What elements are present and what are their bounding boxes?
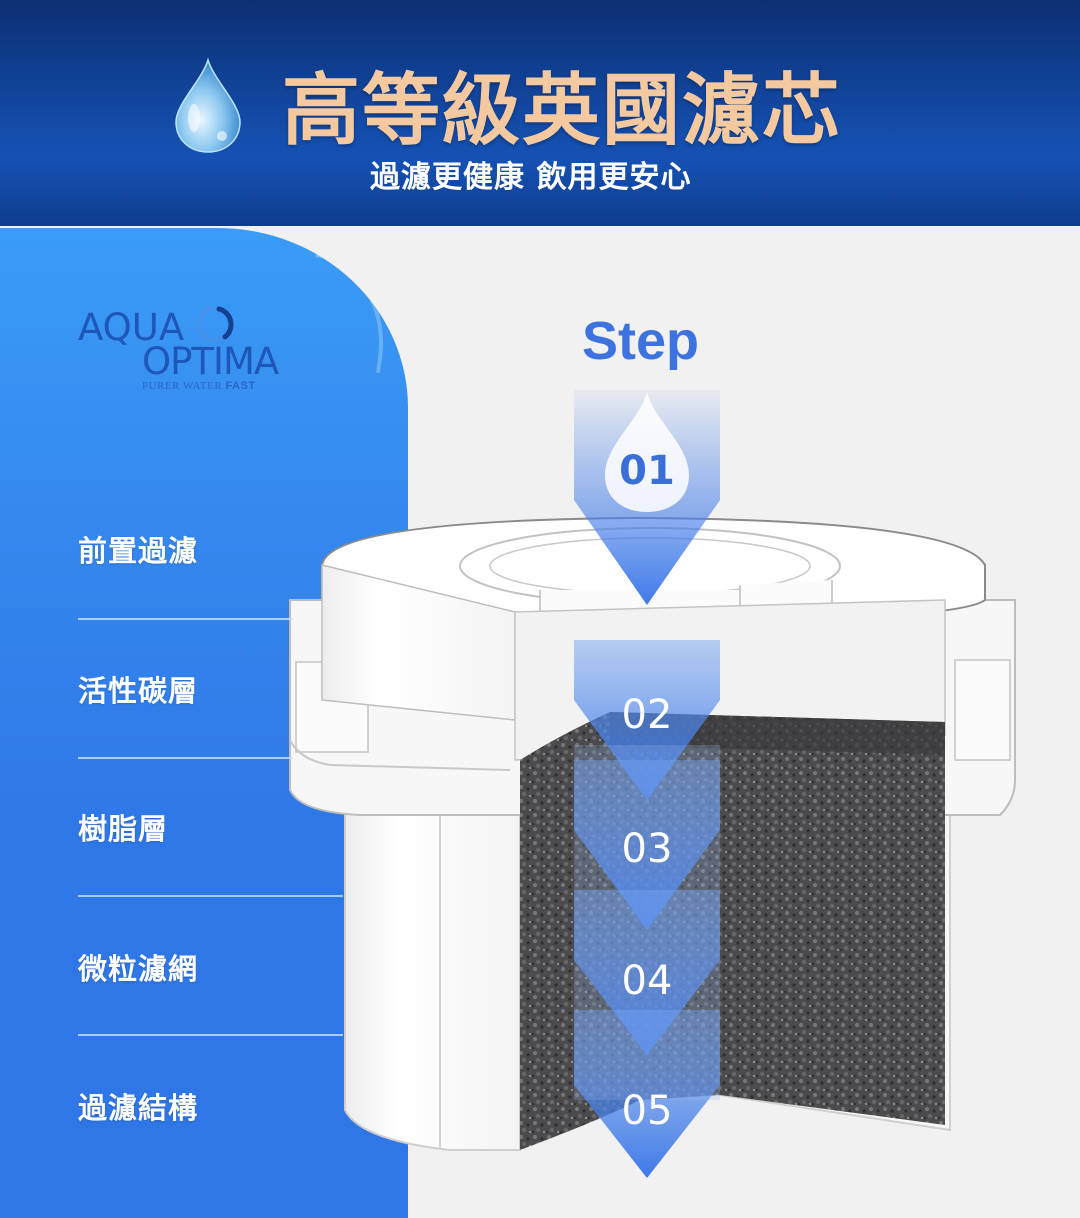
step-02: 02 [621, 692, 673, 738]
brand-tagline: PURER WATER FAST [142, 380, 256, 392]
step-01: 01 [619, 448, 675, 494]
gloss-highlight [300, 252, 396, 374]
layer-label-resin: 樹脂層 [78, 812, 169, 846]
divider [78, 895, 343, 897]
brand-line1: AQUA [78, 306, 185, 349]
step-05: 05 [621, 1088, 673, 1134]
divider [78, 1034, 343, 1036]
header-banner: 高等級英國濾芯 過濾更健康 飲用更安心 [0, 0, 1080, 226]
brand-logo: AQUA OPTIMA PURER WATER FAST [78, 304, 298, 400]
step-03: 03 [621, 826, 673, 872]
divider [78, 618, 293, 620]
divider [78, 757, 293, 759]
step-04: 04 [621, 958, 673, 1004]
layer-label-filter-structure: 過濾結構 [78, 1091, 199, 1125]
layer-label-activated-carbon: 活性碳層 [78, 674, 199, 708]
layer-label-micro-mesh: 微粒濾網 [78, 952, 199, 986]
brand-line2: OPTIMA [142, 340, 279, 383]
tagline-regular: PURER WATER [142, 380, 226, 392]
layer-label-prefilter: 前置過濾 [78, 534, 199, 568]
page-title: 高等級英國濾芯 [282, 66, 843, 156]
water-drop-icon [175, 58, 241, 153]
ring-logo-icon [197, 306, 234, 342]
step-heading: Step [582, 311, 700, 371]
tagline-bold: FAST [225, 380, 256, 392]
page-subtitle: 過濾更健康 飲用更安心 [370, 160, 692, 195]
